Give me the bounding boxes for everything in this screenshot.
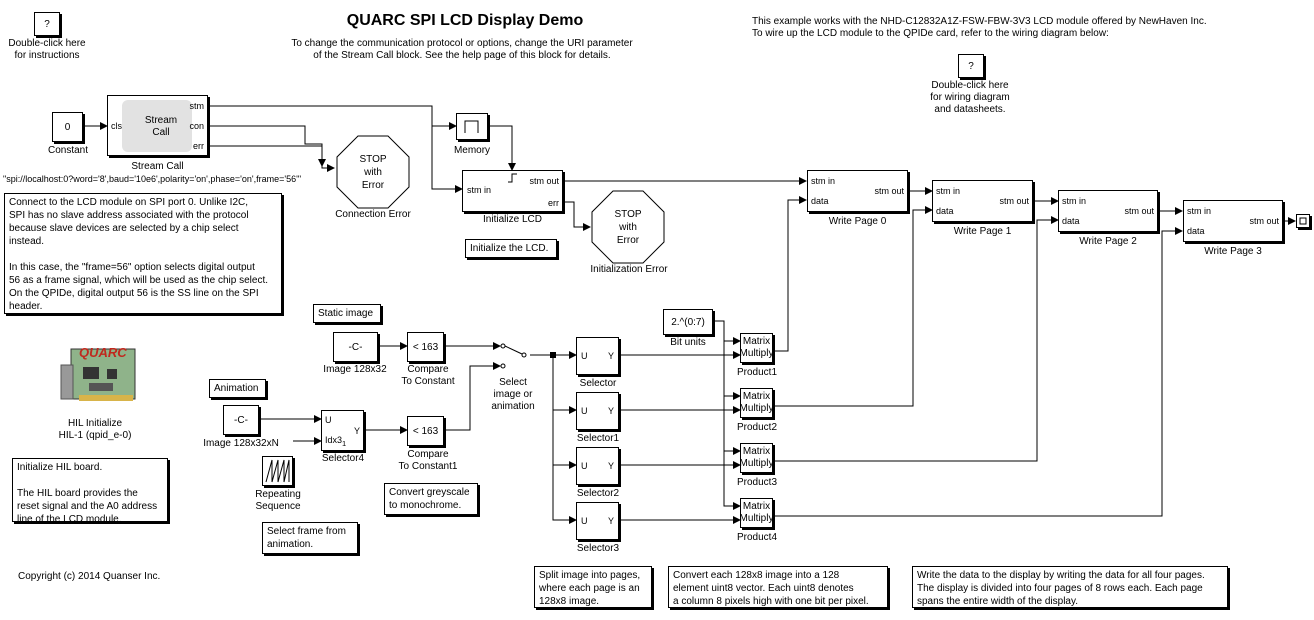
terminator-icon: [1299, 217, 1307, 225]
selector1-label: Selector1: [576, 433, 620, 444]
write-page-2-block[interactable]: stm in data stm out: [1058, 190, 1158, 232]
wiring-diagram-block[interactable]: ?: [958, 54, 984, 78]
product4-block[interactable]: Matrix Multiply: [740, 498, 773, 528]
initialization-error-label: Initialization Error: [590, 264, 668, 275]
selector-label: Selector: [579, 378, 617, 389]
quarc-logo: QUARC: [79, 345, 127, 360]
question-icon: ?: [44, 18, 50, 30]
repeating-sequence-label: Repeating Sequence: [255, 489, 301, 512]
compare-to-constant-block[interactable]: < 163: [407, 332, 444, 362]
split-note: Split image into pages, where each page …: [534, 566, 652, 608]
terminator-block[interactable]: [1296, 214, 1310, 228]
quarc-card-icon: [60, 348, 136, 401]
product3-block[interactable]: Matrix Multiply: [740, 443, 773, 473]
repeating-sequence-block[interactable]: [262, 456, 293, 486]
stop-sign-icon: [336, 135, 410, 209]
sawtooth-icon: [265, 459, 290, 483]
bit-units-block[interactable]: 2.^(0:7): [663, 309, 713, 335]
connection-error-label: Connection Error: [335, 209, 411, 220]
initialize-lcd-block[interactable]: stm in stm out err: [462, 170, 563, 212]
page-title: QUARC SPI LCD Display Demo: [346, 12, 584, 29]
frame-note: Select frame from animation.: [262, 522, 358, 554]
write-page-2-label: Write Page 2: [1079, 236, 1137, 247]
connect-note: Connect to the LCD module on SPI port 0.…: [4, 193, 282, 314]
bit-units-label: Bit units: [670, 337, 706, 348]
write-page-0-label: Write Page 0: [828, 216, 887, 227]
product2-block[interactable]: Matrix Multiply: [740, 388, 773, 418]
selector4-block[interactable]: U Idx31 Y: [321, 410, 364, 451]
stream-call-block[interactable]: Stream Call cls stm con err: [107, 95, 208, 156]
image-128x32xN-block[interactable]: -C-: [223, 405, 259, 435]
write-page-3-block[interactable]: stm in data stm out: [1183, 200, 1283, 242]
product2-label: Product2: [736, 422, 778, 433]
stop-sign-icon: [591, 190, 665, 264]
stream-call-uri: "spi://localhost:0?word='8',baud='10e6',…: [3, 174, 302, 184]
write-page-3-label: Write Page 3: [1204, 246, 1262, 257]
write-page-1-label: Write Page 1: [953, 226, 1012, 237]
product3-label: Product3: [736, 477, 778, 488]
copyright: Copyright (c) 2014 Quanser Inc.: [18, 571, 161, 582]
hil-initialize-block[interactable]: QUARC: [55, 343, 137, 413]
constant-label: Constant: [47, 145, 89, 156]
animation-tag: Animation: [209, 379, 266, 398]
rising-edge-icon: [508, 173, 517, 183]
hil-initialize-label: HIL Initialize HIL-1 (qpid_e-0): [58, 418, 132, 441]
select-switch-label: Select image or animation: [491, 377, 535, 412]
initialize-lcd-label: Initialize LCD: [483, 214, 542, 225]
product1-label: Product1: [736, 367, 778, 378]
selector3-label: Selector3: [576, 543, 620, 554]
wiring-diagram-label: Double-click here for wiring diagram and…: [930, 80, 1010, 115]
init-note: Initialize the LCD.: [465, 239, 557, 258]
greyscale-note: Convert greyscale to monochrome.: [384, 483, 478, 515]
write-page-0-block[interactable]: stm in data stm out: [807, 170, 908, 212]
static-image-tag: Static image: [313, 304, 381, 323]
initialization-error-block[interactable]: STOP with Error: [591, 190, 665, 264]
selector2-label: Selector2: [576, 488, 620, 499]
question-icon: ?: [968, 60, 974, 72]
memory-label: Memory: [453, 145, 491, 156]
compare-to-constant1-label: Compare To Constant1: [398, 449, 458, 472]
convert-note: Convert each 128x8 image into a 128 elem…: [668, 566, 888, 608]
selector3-block[interactable]: U Y: [576, 502, 619, 540]
help-block[interactable]: ?: [34, 12, 60, 36]
compare-to-constant1-block[interactable]: < 163: [407, 416, 444, 446]
selector2-block[interactable]: U Y: [576, 447, 619, 485]
write-note: Write the data to the display by writing…: [912, 566, 1228, 608]
memory-icon: [464, 120, 479, 133]
constant-block[interactable]: 0: [52, 112, 83, 142]
image-128x32-block[interactable]: -C-: [333, 332, 378, 362]
compare-to-constant-label: Compare To Constant: [401, 364, 455, 387]
stream-call-label: Stream Call: [131, 161, 184, 172]
connection-error-block[interactable]: STOP with Error: [336, 135, 410, 209]
selector-block[interactable]: U Y: [576, 337, 619, 375]
product4-label: Product4: [736, 532, 778, 543]
image-128x32-label: Image 128x32: [323, 364, 387, 375]
info-text: This example works with the NHD-C12832A1…: [752, 16, 1207, 39]
stream-call-icon: [122, 100, 192, 152]
product1-block[interactable]: Matrix Multiply: [740, 333, 773, 363]
selector1-block[interactable]: U Y: [576, 392, 619, 430]
memory-block[interactable]: [456, 113, 488, 140]
write-page-1-block[interactable]: stm in data stm out: [932, 180, 1033, 222]
hil-note: Initialize HIL board. The HIL board prov…: [12, 458, 168, 525]
subtitle: To change the communication protocol or …: [291, 38, 633, 61]
image-128x32xN-label: Image 128x32xN: [203, 438, 279, 449]
help-block-label: Double-click here for instructions: [8, 38, 86, 61]
selector4-label: Selector4: [321, 453, 365, 464]
